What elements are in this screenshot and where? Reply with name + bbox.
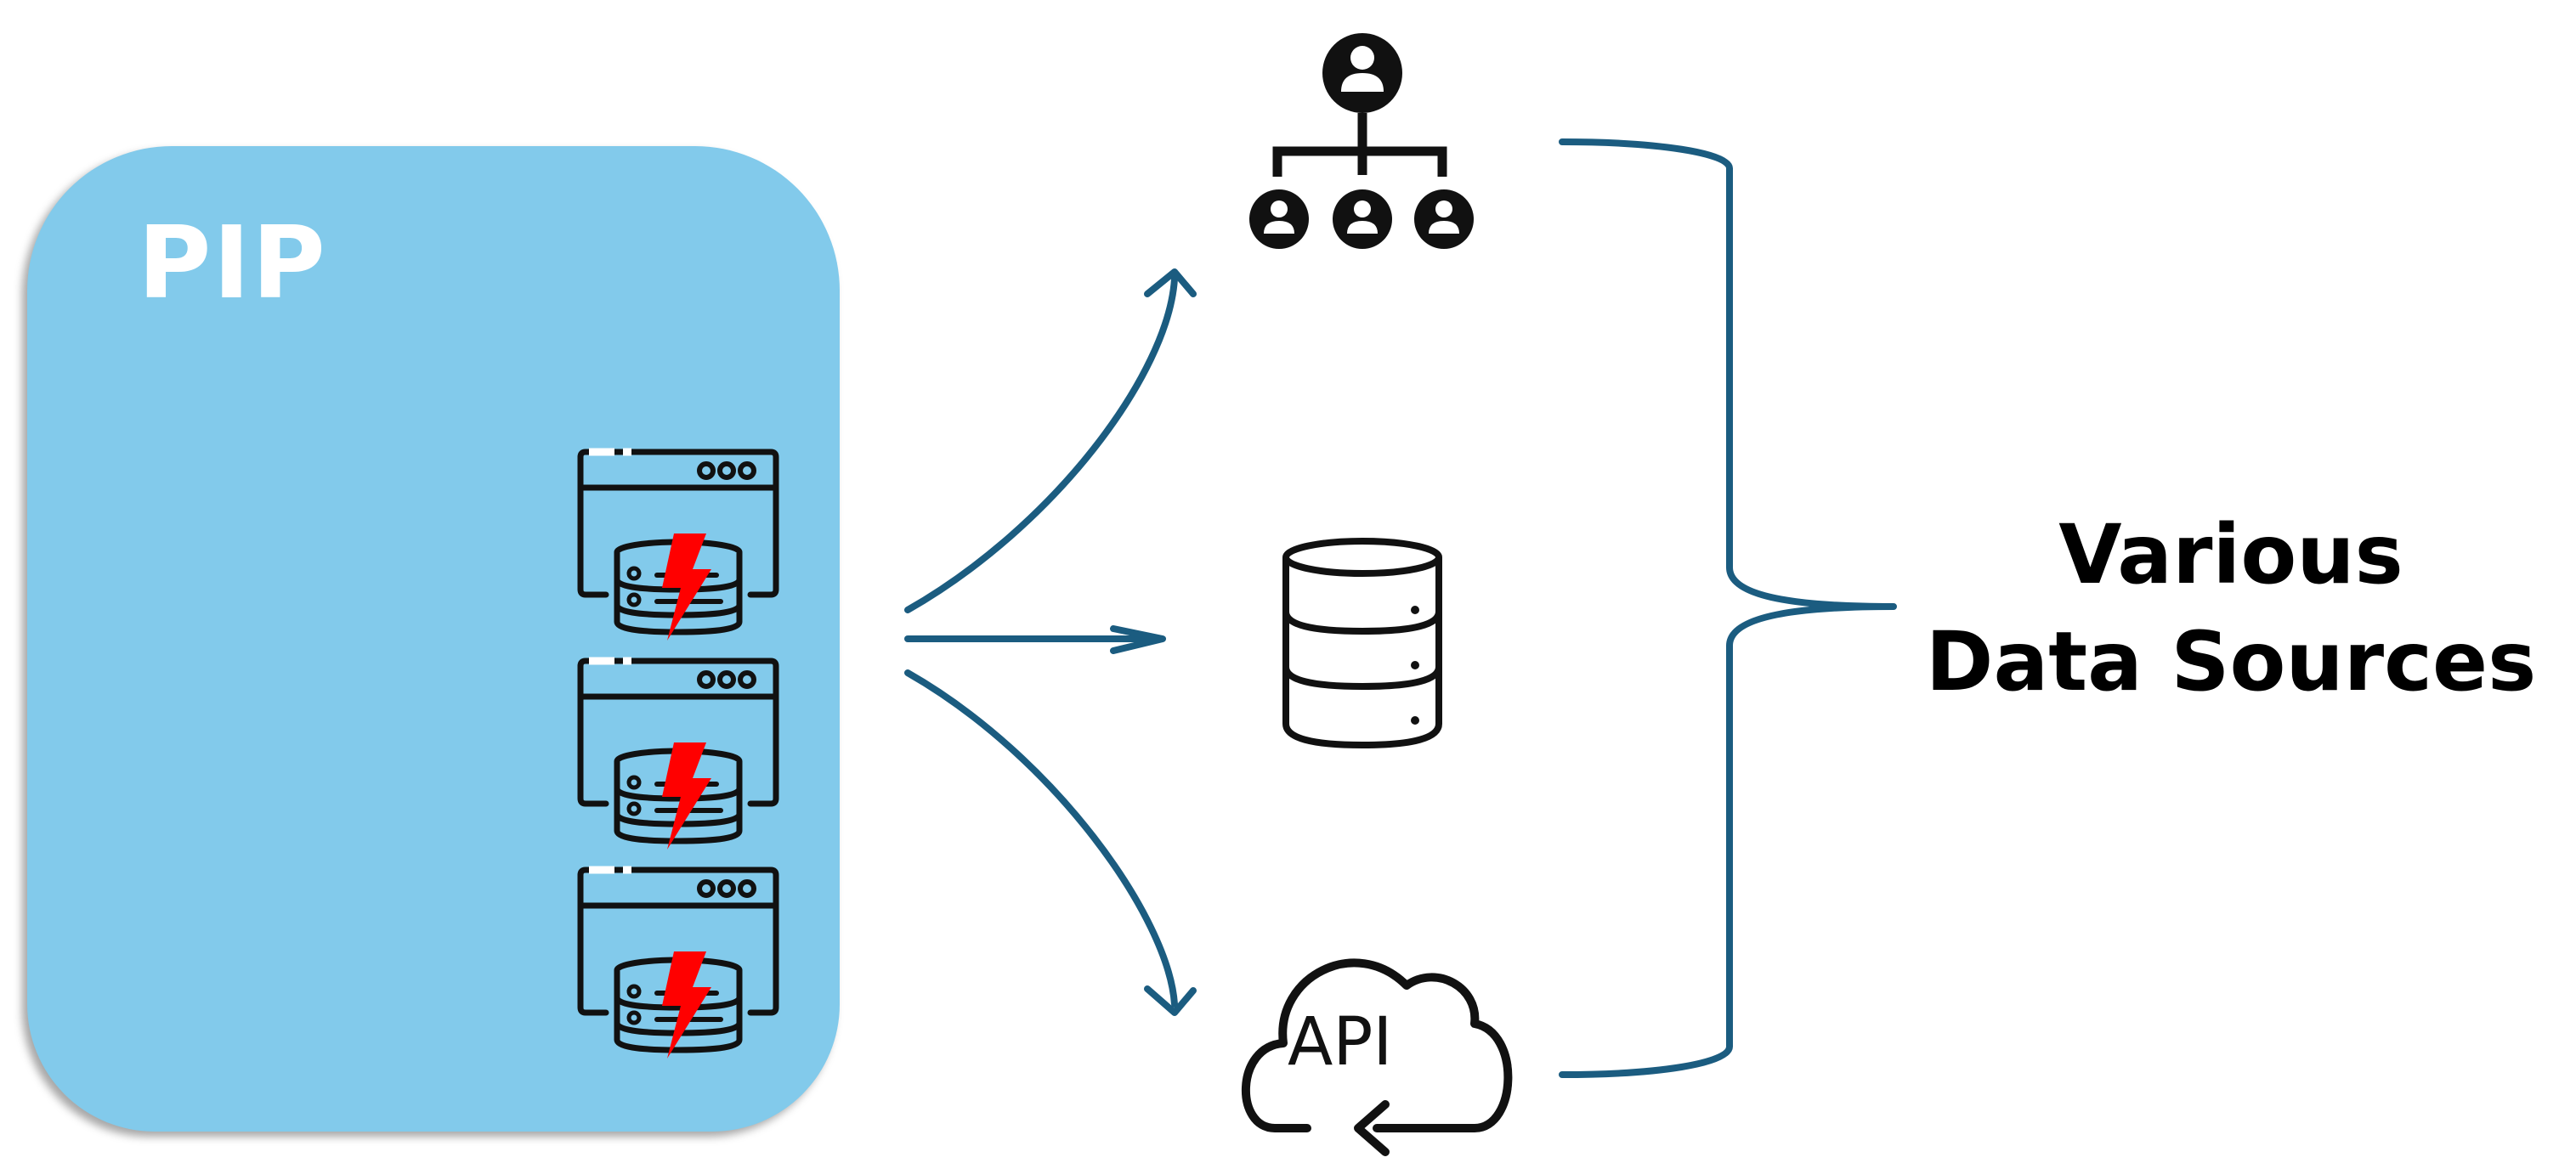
server-database-icon bbox=[580, 452, 776, 641]
api-label: API bbox=[1288, 1004, 1393, 1081]
arrowhead-right bbox=[1110, 625, 1166, 654]
organization-hierarchy-icon bbox=[1249, 33, 1474, 249]
pip-title: PIP bbox=[138, 204, 327, 321]
label-line-1: Various bbox=[2058, 507, 2403, 602]
database-icon bbox=[1282, 538, 1442, 748]
arrow-to-api bbox=[904, 669, 1178, 1008]
various-data-sources-label: Various Data Sources bbox=[1891, 501, 2571, 715]
arrowhead-up bbox=[1144, 268, 1197, 297]
server-icons-stack bbox=[580, 452, 776, 1059]
grouping-brace bbox=[1559, 138, 1897, 1078]
server-database-icon bbox=[580, 870, 776, 1059]
api-cloud-icon bbox=[1241, 958, 1513, 1156]
arrow-to-organization bbox=[904, 275, 1178, 613]
arrowhead-down bbox=[1144, 985, 1197, 1016]
server-database-icon bbox=[580, 661, 776, 850]
arrows bbox=[904, 268, 1197, 1016]
label-line-2: Data Sources bbox=[1925, 614, 2537, 709]
